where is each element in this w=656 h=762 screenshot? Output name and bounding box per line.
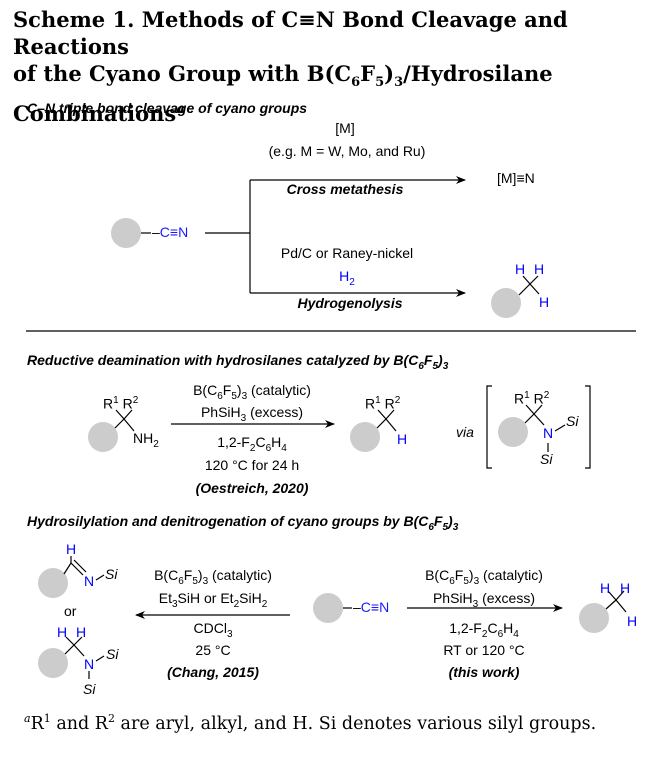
via-label: via [456, 424, 474, 440]
si-label: Si [540, 451, 553, 467]
h-atom: H [600, 580, 611, 596]
substituent-circle [88, 422, 118, 452]
cyano-label: –C≡N [353, 599, 390, 615]
h-atom: H [76, 624, 87, 640]
title-line-2: of the Cyano Group with B(C6F5)3/Hydrosi… [13, 61, 553, 91]
substituent-circle [111, 218, 141, 248]
catalyst-label: B(C6F5)3 (catalytic) [193, 382, 311, 402]
h-atom: H [397, 431, 408, 447]
substituent-circle [38, 648, 68, 678]
left-solvent-label: CDCl3 [193, 620, 233, 640]
bond-line [65, 636, 75, 646]
scheme-title: Scheme 1. Methods of C≡N Bond Cleavage a… [13, 6, 649, 127]
bracket-right [585, 385, 591, 469]
si-label: Si [566, 413, 579, 429]
right-catalyst-label: B(C6F5)3 (catalytic) [425, 567, 543, 587]
substituent-circle [313, 593, 343, 623]
si-label: Si [106, 646, 119, 662]
substituent-circle [38, 568, 68, 598]
substituent-circle [491, 288, 521, 318]
catalyst-label: Pd/C or Raney-nickel [280, 245, 414, 261]
substituent-circle [350, 422, 380, 452]
left-reference-label: (Chang, 2015) [167, 664, 259, 680]
left-catalyst-label: B(C6F5)3 (catalytic) [154, 567, 272, 587]
bond-line [114, 418, 125, 429]
si-label: Si [105, 566, 118, 582]
nh2-group: NH2 [133, 430, 159, 450]
bond-line [529, 275, 539, 285]
si-label: Si [83, 681, 96, 697]
h-atom: H [627, 613, 638, 629]
bond-line [533, 404, 543, 415]
h-atom: H [620, 580, 631, 596]
bond-line [73, 559, 87, 573]
bond-line [518, 283, 531, 296]
bond-line [615, 590, 625, 601]
solvent-label: 1,2-F2C6H4 [217, 434, 287, 454]
bond-line [605, 599, 617, 610]
hydrogenolysis-label: Hydrogenolysis [297, 295, 403, 311]
bond-line [377, 409, 387, 420]
bond-line [95, 574, 105, 581]
bracket-left [486, 385, 492, 469]
right-temp-label: RT or 120 °C [443, 642, 525, 658]
metal-nitride: [M]≡N [497, 170, 535, 186]
right-reference-label: (this work) [448, 664, 520, 680]
bond-line [63, 562, 72, 575]
n-atom: N [543, 425, 554, 441]
right-silane-label: PhSiH3 (excess) [432, 590, 536, 610]
section-heading-hydrosilylation: Hydrosilylation and denitrogenation of c… [27, 513, 459, 533]
bond-line [533, 413, 545, 426]
bond-line [607, 590, 617, 601]
metal-label: [M] [335, 120, 355, 136]
bond-line [554, 424, 566, 432]
title-line-3: Combinationsa [13, 101, 185, 127]
bond-line [115, 409, 125, 420]
r-groups: R1 R2 [365, 395, 401, 412]
footnote: aR1 and R2 are aryl, alkyl, and H. Si de… [24, 712, 597, 734]
bond-line [123, 409, 133, 420]
section-heading-cn-cleavage: C–N triple bond cleavage of cyano groups [27, 100, 308, 116]
section-heading-deamination: Reductive deamination with hydrosilanes … [27, 352, 449, 372]
h-atom: H [57, 624, 68, 640]
left-silane-label: Et3SiH or Et2SiH2 [158, 590, 268, 610]
h-atom: H [539, 294, 550, 310]
bond-line [123, 418, 135, 432]
substituent-circle [498, 417, 528, 447]
bond-line [385, 418, 397, 432]
bond-line [64, 644, 75, 655]
bond-line [522, 275, 531, 285]
metathesis-label: Cross metathesis [286, 181, 404, 197]
bond-line [525, 404, 535, 415]
silane-label: PhSiH3 (excess) [200, 404, 304, 424]
bond-line [524, 413, 535, 424]
conditions-label: 120 °C for 24 h [204, 457, 300, 473]
cyano-label: –C≡N [152, 224, 189, 240]
bond-line [376, 418, 387, 429]
bond-line [73, 644, 85, 657]
h2-reagent: H2 [339, 268, 355, 288]
bond-line [385, 409, 395, 420]
reference-label: (Oestreich, 2020) [195, 480, 309, 496]
left-temp-label: 25 °C [195, 642, 231, 658]
h-atom: H [66, 541, 77, 557]
bond-line [95, 655, 105, 662]
n-atom: N [84, 573, 95, 589]
bond-line [70, 562, 84, 576]
bond-line [73, 636, 83, 646]
bond-line [529, 283, 540, 295]
r-groups: R1 R2 [103, 395, 139, 412]
n-atom: N [84, 656, 95, 672]
substituent-circle [579, 603, 609, 633]
r-groups: R1 R2 [514, 390, 550, 407]
or-label: or [64, 603, 77, 619]
right-solvent-label: 1,2-F2C6H4 [449, 620, 519, 640]
h-atom: H [534, 261, 545, 277]
metal-example: (e.g. M = W, Mo, and Ru) [268, 143, 426, 159]
title-line-1: Scheme 1. Methods of C≡N Bond Cleavage a… [13, 7, 568, 59]
h-atom: H [515, 261, 526, 277]
bond-line [615, 599, 627, 613]
